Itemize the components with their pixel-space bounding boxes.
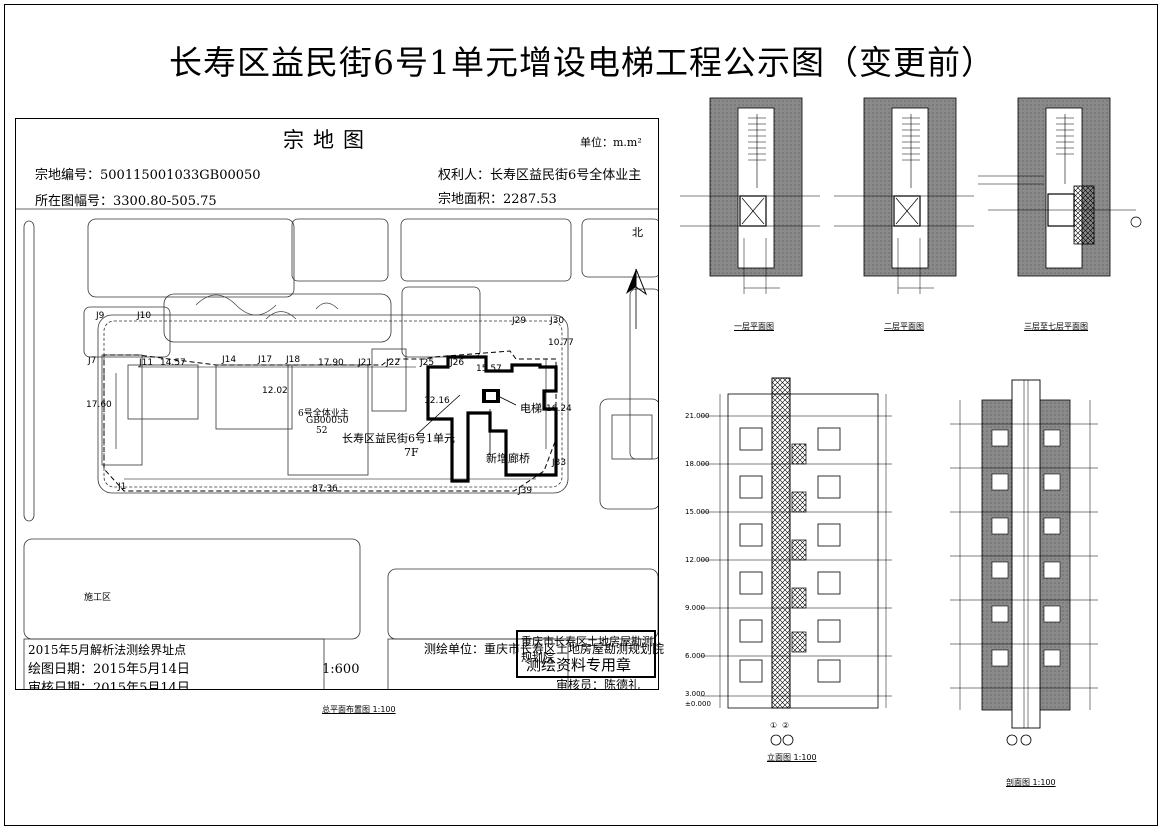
level-label: 12.000 <box>685 556 710 564</box>
unit-label: 长寿区益民街6号1单元 <box>342 432 455 445</box>
north-label: 北 <box>632 226 643 239</box>
owner-num: 52 <box>316 426 328 436</box>
dim-label: 17.60 <box>86 400 112 410</box>
level-label: 18.000 <box>685 460 710 468</box>
floors-label: 7F <box>404 446 419 459</box>
parcel-area: 宗地面积：2287.53 <box>438 192 557 207</box>
point-label: J18 <box>286 355 301 365</box>
map-title: 宗地图 <box>283 128 373 152</box>
level-label: 21.000 <box>685 412 710 420</box>
map-unit: 单位：m.m² <box>580 136 642 149</box>
point-label: J9 <box>96 311 105 321</box>
floor-plans <box>680 97 1142 295</box>
dim-label: 14.57 <box>160 358 186 368</box>
construction-label: 施工区 <box>84 593 112 603</box>
point-label: J14 <box>222 355 237 365</box>
dim-label: 16.24 <box>546 404 572 414</box>
survey-method: 2015年5月解析法测绘界址点 <box>28 643 187 657</box>
level-label: 9.000 <box>685 604 706 612</box>
owner-code: GB00050 <box>306 416 349 426</box>
point-label: J1 <box>118 482 127 492</box>
point-label: J33 <box>552 458 567 468</box>
axis-label: ① <box>770 721 778 730</box>
caption-floor3-7: 三层至七层平面图 <box>1024 322 1088 331</box>
point-label: J25 <box>420 358 435 368</box>
point-label: J7 <box>88 356 97 366</box>
axis-label: ② <box>782 721 790 730</box>
survey-stamp: 重庆市长寿区土地房屋勘测规划院 测绘资料专用章 <box>516 630 656 678</box>
caption-floor2: 二层平面图 <box>884 322 924 331</box>
level-label: 15.000 <box>685 508 710 516</box>
caption-floor1: 一层平面图 <box>734 322 774 331</box>
drawing-frame <box>4 4 1158 826</box>
caption-section: 剖面图 1:100 <box>1006 778 1056 787</box>
point-label: J10 <box>137 311 152 321</box>
map-drawing <box>16 208 658 689</box>
reviewer: 审核员：陈德礼 <box>556 678 641 689</box>
dim-label: 87.36 <box>312 484 338 494</box>
dim-label: 10.77 <box>548 338 574 348</box>
level-label: ±0.000 <box>685 700 711 708</box>
parcel-number: 宗地编号：500115001033GB00050 <box>35 168 261 183</box>
owner-label: 6号全体业主 <box>298 409 349 419</box>
draw-date: 绘图日期：2015年5月14日 <box>28 662 190 677</box>
elevator-label: 电梯 <box>520 402 542 415</box>
owner: 权利人：长寿区益民街6号全体业主 <box>438 168 642 183</box>
point-label: J22 <box>386 358 401 368</box>
review-date: 审核日期：2015年5月14日 <box>28 681 190 689</box>
level-label: 3.000 <box>685 690 706 698</box>
point-label: J29 <box>512 316 527 326</box>
section-drawing <box>950 379 1098 746</box>
survey-unit: 测绘单位：重庆市长寿区土地房屋勘测规划院 <box>424 642 665 656</box>
cadastral-map <box>15 118 659 690</box>
point-label: J21 <box>358 358 373 368</box>
caption-site-plan: 总平面布置图 1:100 <box>322 705 396 714</box>
point-label: J26 <box>450 358 465 368</box>
point-label: J30 <box>550 316 565 326</box>
point-label: J17 <box>258 355 273 365</box>
level-label: 6.000 <box>685 652 706 660</box>
sheet-number: 所在图幅号：3300.80-505.75 <box>35 194 217 209</box>
dim-label: 12.16 <box>424 396 450 406</box>
map-scale: 1:600 <box>322 662 360 677</box>
stamp-line2: 测绘资料专用章 <box>526 656 632 674</box>
caption-elevation: 立面图 1:100 <box>767 753 817 762</box>
dim-label: 17.90 <box>318 358 344 368</box>
dim-label: 15.57 <box>476 364 502 374</box>
dim-label: 12.02 <box>262 386 288 396</box>
page-title: 长寿区益民街6号1单元增设电梯工程公示图（变更前） <box>169 43 995 82</box>
point-label: J39 <box>518 486 533 496</box>
elevation-drawing <box>700 377 892 746</box>
point-label: J11 <box>139 358 154 368</box>
stamp-line1: 重庆市长寿区土地房屋勘测规划院 <box>521 635 653 664</box>
bridge-label: 新增廊桥 <box>486 452 530 465</box>
